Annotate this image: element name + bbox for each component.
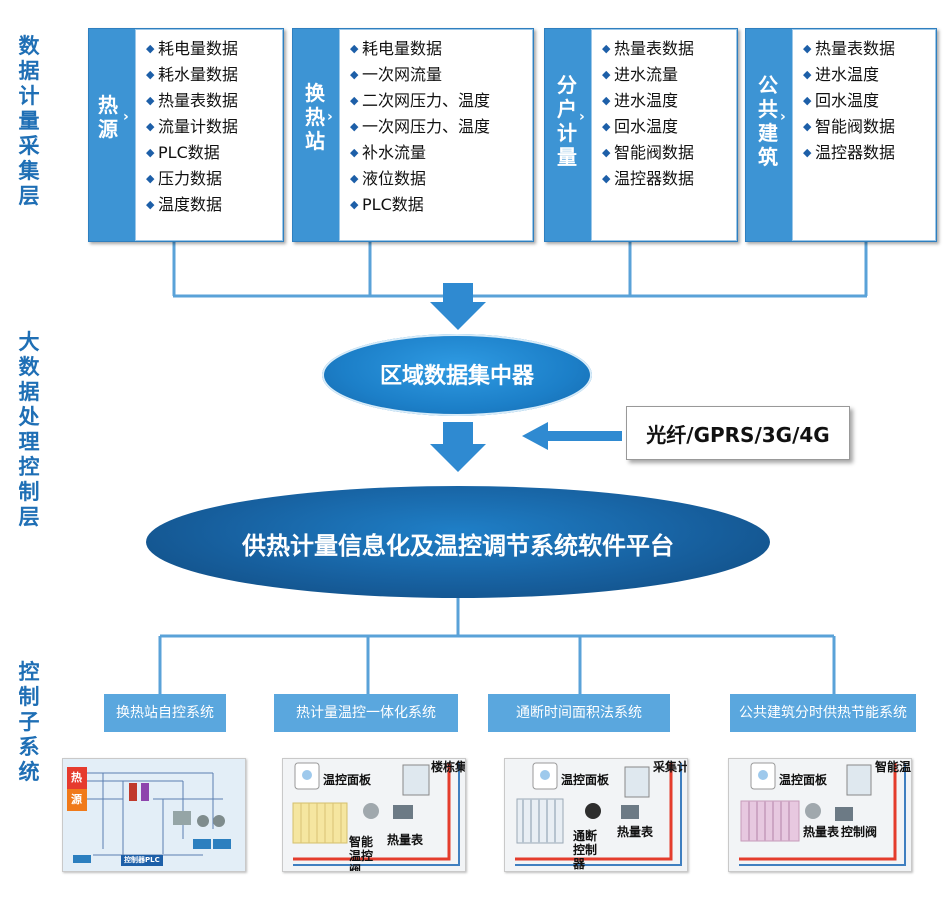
layer-label-collect: 数据计量采集层 bbox=[18, 34, 40, 208]
valve-label: 控制阀 bbox=[841, 825, 878, 839]
list-item: PLC数据 bbox=[136, 140, 282, 166]
subsystem-image-integrated: 温控面板 楼栋集中器 智能温控阀 热量表 bbox=[282, 758, 466, 872]
list-item: 进水温度 bbox=[793, 62, 935, 88]
source-title: 公共建筑 bbox=[758, 73, 778, 169]
list-item: 回水温度 bbox=[793, 88, 935, 114]
list-item: 耗电量数据 bbox=[340, 36, 532, 62]
chevron-right-icon: › bbox=[327, 109, 333, 125]
subsystem-title-3: 通断时间面积法系统 bbox=[488, 694, 670, 732]
list-item: 一次网压力、温度 bbox=[340, 114, 532, 140]
plc-label: 控制器PLC bbox=[121, 855, 163, 866]
chevron-right-icon: › bbox=[123, 109, 129, 125]
source-card-household-metering: 分户计量 › 热量表数据 进水流量 进水温度 回水温度 智能阀数据 温控器数据 bbox=[544, 28, 738, 242]
source-items: 热量表数据 进水温度 回水温度 智能阀数据 温控器数据 bbox=[792, 29, 936, 241]
panel-label: 温控面板 bbox=[561, 773, 610, 787]
panel-label: 温控面板 bbox=[779, 773, 828, 787]
meter-label: 热量表 bbox=[617, 825, 654, 839]
subsystem-image-on-off-time: 温控面板 采集计算器 通断控制器 热量表 bbox=[504, 758, 688, 872]
source-title: 换热站 bbox=[305, 81, 325, 153]
list-item: 一次网流量 bbox=[340, 62, 532, 88]
list-item: 回水温度 bbox=[592, 114, 736, 140]
source-items: 耗电量数据 一次网流量 二次网压力、温度 一次网压力、温度 补水流量 液位数据 … bbox=[339, 29, 533, 241]
list-item: 进水流量 bbox=[592, 62, 736, 88]
meter-label: 热量表 bbox=[803, 825, 840, 839]
list-item: 温度数据 bbox=[136, 192, 282, 218]
terminal-label: 智能温控终端 bbox=[875, 761, 911, 774]
illustration bbox=[283, 759, 465, 871]
chevron-right-icon: › bbox=[579, 109, 585, 125]
list-item: 二次网压力、温度 bbox=[340, 88, 532, 114]
list-item: 热量表数据 bbox=[793, 36, 935, 62]
layer-label-process: 大数据处理控制层 bbox=[18, 330, 40, 529]
source-title: 分户计量 bbox=[557, 73, 577, 169]
source-card-exchange-station: 换热站 › 耗电量数据 一次网流量 二次网压力、温度 一次网压力、温度 补水流量… bbox=[292, 28, 534, 242]
illustration bbox=[505, 759, 687, 871]
panel-label: 温控面板 bbox=[323, 773, 372, 787]
down-arrow-icon bbox=[430, 283, 486, 330]
meter-label: 热量表 bbox=[387, 833, 424, 847]
subsystem-image-public-building: 温控面板 智能温控终端 热量表 控制阀 bbox=[728, 758, 912, 872]
concentrator-ellipse: 区域数据集中器 bbox=[322, 334, 592, 416]
list-item: 温控器数据 bbox=[592, 166, 736, 192]
illustration bbox=[729, 759, 911, 871]
source-card-heat-source: 热源 › 耗电量数据 耗水量数据 热量表数据 流量计数据 PLC数据 压力数据 … bbox=[88, 28, 284, 242]
list-item: 热量表数据 bbox=[592, 36, 736, 62]
list-item: 温控器数据 bbox=[793, 140, 935, 166]
subsystem-title-2: 热计量温控一体化系统 bbox=[274, 694, 458, 732]
platform-ellipse: 供热计量信息化及温控调节系统软件平台 bbox=[146, 486, 770, 598]
list-item: 智能阀数据 bbox=[793, 114, 935, 140]
concentrator-label: 区域数据集中器 bbox=[379, 364, 534, 389]
source-card-public-building: 公共建筑 › 热量表数据 进水温度 回水温度 智能阀数据 温控器数据 bbox=[745, 28, 937, 242]
list-item: 智能阀数据 bbox=[592, 140, 736, 166]
subsystem-image-exchange-station: 热 源 控制器PLC bbox=[62, 758, 246, 872]
collector-label: 楼栋集中器 bbox=[431, 761, 465, 774]
list-item: 液位数据 bbox=[340, 166, 532, 192]
list-item: 进水温度 bbox=[592, 88, 736, 114]
source-title: 热源 bbox=[98, 93, 118, 141]
list-item: 耗电量数据 bbox=[136, 36, 282, 62]
list-item: PLC数据 bbox=[340, 192, 532, 218]
controller-label: 通断控制器 bbox=[573, 829, 598, 871]
source-label: 源 bbox=[71, 793, 82, 806]
list-item: 压力数据 bbox=[136, 166, 282, 192]
heat-label: 热 bbox=[71, 771, 82, 784]
list-item: 流量计数据 bbox=[136, 114, 282, 140]
schematic-diagram bbox=[63, 759, 245, 871]
comm-label: 光纤/GPRS/3G/4G bbox=[646, 423, 830, 447]
collector-label: 采集计算器 bbox=[653, 761, 687, 774]
chevron-right-icon: › bbox=[780, 109, 786, 125]
list-item: 热量表数据 bbox=[136, 88, 282, 114]
valve-label: 智能温控阀 bbox=[349, 835, 374, 872]
layer-label-control: 控制子系统 bbox=[18, 660, 40, 784]
source-items: 耗电量数据 耗水量数据 热量表数据 流量计数据 PLC数据 压力数据 温度数据 bbox=[135, 29, 283, 241]
down-arrow-icon bbox=[430, 422, 486, 472]
list-item: 耗水量数据 bbox=[136, 62, 282, 88]
subsystem-title-4: 公共建筑分时供热节能系统 bbox=[730, 694, 916, 732]
list-item: 补水流量 bbox=[340, 140, 532, 166]
comm-box: 光纤/GPRS/3G/4G bbox=[626, 406, 850, 460]
platform-label: 供热计量信息化及温控调节系统软件平台 bbox=[242, 532, 674, 560]
source-items: 热量表数据 进水流量 进水温度 回水温度 智能阀数据 温控器数据 bbox=[591, 29, 737, 241]
left-arrow-icon bbox=[522, 422, 622, 450]
subsystem-title-1: 换热站自控系统 bbox=[104, 694, 226, 732]
